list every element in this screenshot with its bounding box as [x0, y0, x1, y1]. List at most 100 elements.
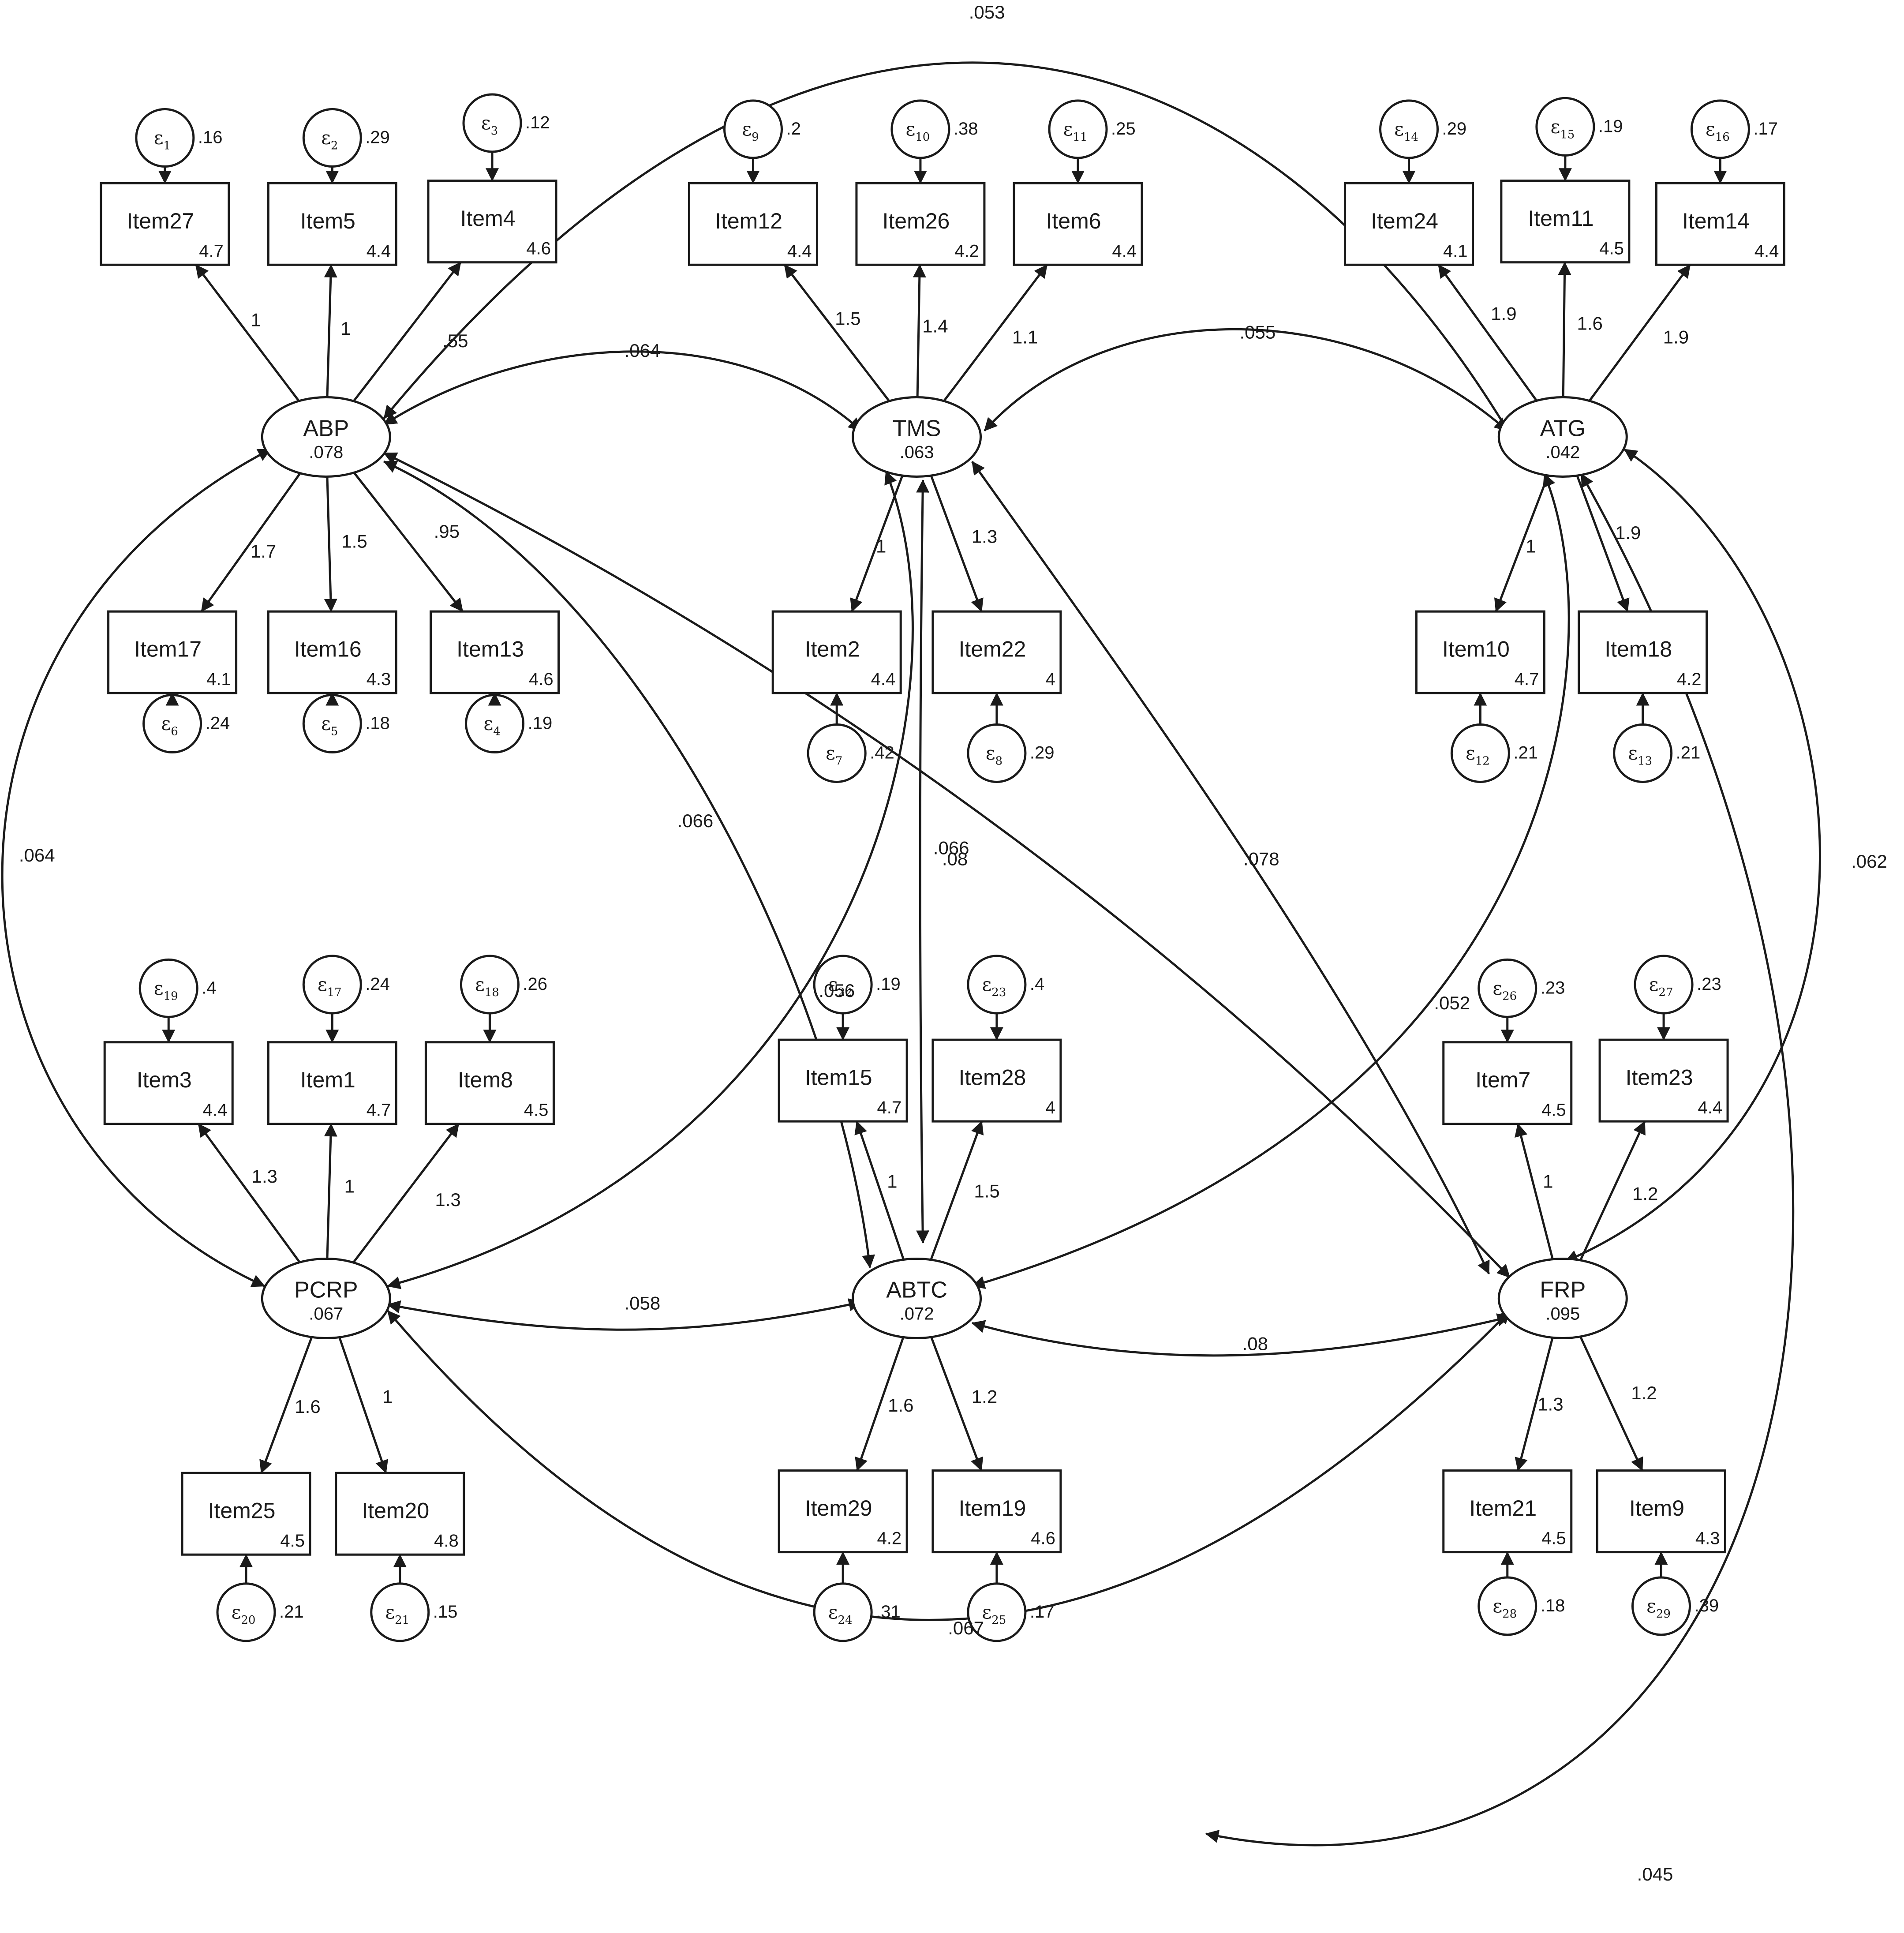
error-variance-item26: .38 — [954, 119, 978, 139]
error-subscript: 21 — [395, 1614, 409, 1627]
covariance-path-atg-frp — [1564, 448, 1821, 1263]
error-subscript: 18 — [485, 986, 499, 999]
covariance-path-abp-tms — [383, 350, 862, 432]
error-variance-item6: .25 — [1111, 119, 1136, 139]
error-symbol-item1: ε17 — [318, 974, 342, 999]
indicator-item22 — [931, 610, 1062, 694]
error-term-item11 — [1535, 97, 1595, 157]
indicator-name-item3: Item3 — [137, 1068, 192, 1092]
error-symbol-item2: ε7 — [826, 742, 842, 768]
indicator-item4 — [427, 180, 557, 264]
covariance-path-tms-atg — [984, 328, 1508, 432]
error-subscript: 27 — [1658, 986, 1673, 999]
epsilon-glyph: ε — [154, 127, 164, 148]
error-subscript: 26 — [1502, 989, 1517, 1003]
epsilon-glyph: ε — [321, 713, 331, 734]
latent-abtc — [852, 1257, 982, 1339]
epsilon-glyph: ε — [318, 974, 327, 995]
covariance-layer — [1, 61, 1821, 1847]
error-subscript: 7 — [835, 754, 843, 768]
error-symbol-item18: ε13 — [1628, 742, 1652, 768]
indicator-mean-item17: 4.1 — [206, 670, 231, 689]
latent-variance-frp: .095 — [1545, 1304, 1580, 1323]
latent-variance-atg: .042 — [1545, 442, 1580, 462]
indicator-name-item26: Item26 — [882, 209, 950, 233]
indicator-name-item24: Item24 — [1371, 209, 1438, 233]
loading-path-item7 — [1515, 1123, 1554, 1260]
label-layer: .064.055.053.064.066.066.056.08.078.052.… — [19, 2, 1887, 1884]
indicator-item20 — [335, 1472, 465, 1556]
indicator-mean-item3: 4.4 — [203, 1101, 228, 1120]
loading-path-item19 — [930, 1337, 984, 1472]
error-variance-item2: .42 — [870, 743, 894, 762]
loading-value-item6: 1.1 — [1012, 326, 1038, 347]
loading-value-item15: 1 — [887, 1171, 897, 1191]
indicator-item12 — [688, 182, 818, 266]
error-subscript: 28 — [1502, 1607, 1517, 1621]
indicator-item14 — [1655, 182, 1785, 266]
indicator-mean-item18: 4.2 — [1677, 670, 1702, 689]
loading-path-item15 — [854, 1120, 905, 1260]
indicator-item18 — [1578, 610, 1708, 694]
loading-layer — [195, 262, 1691, 1474]
indicator-item19 — [931, 1469, 1062, 1554]
indicator-item9 — [1596, 1469, 1726, 1554]
indicator-name-item1: Item1 — [300, 1068, 355, 1092]
loading-path-item21 — [1515, 1337, 1554, 1472]
indicator-mean-item26: 4.2 — [954, 241, 979, 261]
indicator-item23 — [1598, 1038, 1729, 1123]
indicator-mean-item7: 4.5 — [1541, 1101, 1566, 1120]
loading-value-item5: 1 — [340, 318, 351, 339]
error-variance-item27: .16 — [198, 127, 223, 147]
error-variance-item14: .17 — [1753, 119, 1778, 139]
indicator-item11 — [1500, 180, 1631, 264]
loading-path-item2 — [850, 475, 904, 612]
indicator-name-item11: Item11 — [1528, 206, 1594, 231]
error-symbol-item17: ε6 — [161, 713, 178, 738]
latent-name-abp: ABP — [303, 416, 349, 441]
indicator-mean-item28: 4 — [1046, 1098, 1055, 1117]
indicator-name-item4: Item4 — [460, 206, 515, 231]
latent-variance-tms: .063 — [900, 442, 934, 462]
indicator-item29 — [778, 1469, 908, 1554]
loading-path-item29 — [855, 1337, 905, 1472]
error-variance-item23: .23 — [1697, 974, 1721, 994]
covariance-path-tms-abtc — [916, 479, 930, 1244]
indicator-name-item16: Item16 — [294, 637, 362, 662]
error-symbol-item7: ε26 — [1493, 977, 1517, 1003]
indicator-mean-item24: 4.1 — [1443, 241, 1468, 261]
epsilon-glyph: ε — [385, 1601, 395, 1623]
loading-path-item24 — [1437, 264, 1537, 401]
error-symbol-item27: ε1 — [154, 127, 171, 152]
error-symbol-item16: ε5 — [321, 713, 338, 738]
error-term-item3 — [138, 958, 198, 1018]
loading-value-item7: 1 — [1543, 1171, 1553, 1191]
indicator-name-item19: Item19 — [958, 1496, 1026, 1521]
error-subscript: 25 — [991, 1614, 1006, 1627]
loading-value-item23: 1.2 — [1632, 1183, 1658, 1204]
indicator-mean-item10: 4.7 — [1515, 670, 1539, 689]
indicator-item16 — [267, 610, 397, 694]
indicator-mean-item14: 4.4 — [1754, 241, 1779, 261]
epsilon-glyph: ε — [154, 977, 164, 999]
loading-value-item25: 1.6 — [295, 1396, 320, 1417]
loading-path-item10 — [1494, 475, 1549, 612]
indicator-item1 — [267, 1041, 397, 1125]
error-symbol-item6: ε11 — [1063, 118, 1088, 144]
error-variance-item1: .24 — [365, 974, 390, 994]
latent-name-atg: ATG — [1540, 416, 1586, 441]
loading-value-item14: 1.9 — [1663, 326, 1689, 347]
epsilon-glyph: ε — [742, 118, 752, 140]
error-symbol-item14: ε16 — [1706, 118, 1730, 144]
loading-path-item6 — [943, 264, 1048, 402]
indicator-mean-item2: 4.4 — [871, 670, 896, 689]
indicator-mean-item1: 4.7 — [367, 1101, 391, 1120]
error-symbol-item5: ε2 — [321, 127, 338, 152]
indicator-mean-item4: 4.6 — [526, 239, 551, 258]
indicator-item15 — [778, 1038, 908, 1123]
loading-path-item3 — [197, 1123, 301, 1263]
error-symbol-item9: ε29 — [1646, 1595, 1671, 1621]
error-subscript: 29 — [1656, 1607, 1671, 1621]
indicator-mean-item11: 4.5 — [1599, 239, 1624, 258]
